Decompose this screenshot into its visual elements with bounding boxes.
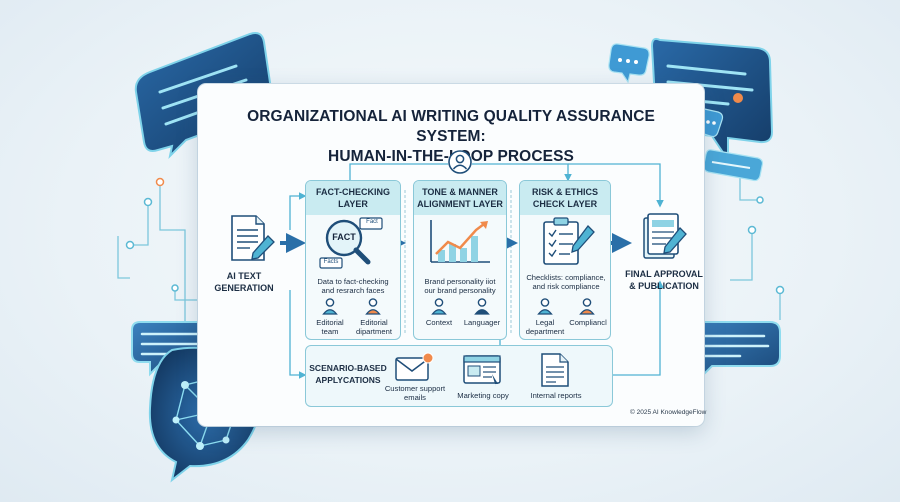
input-label: AI TEXT GENERATION bbox=[214, 271, 274, 293]
tone-manner-layer-title: TONE & MANNER ALIGNMENT LAYER bbox=[414, 181, 506, 215]
typing-bubble-icon bbox=[608, 43, 650, 84]
magnifier-fact-icon bbox=[319, 217, 383, 269]
role-editorial-team: Editorial team bbox=[316, 318, 344, 336]
person-icon-context bbox=[431, 298, 447, 315]
badge-fact-main: FACT bbox=[332, 232, 356, 242]
person-icon-legal bbox=[537, 298, 553, 315]
human-reviewer-icon bbox=[448, 150, 472, 174]
circuit-nodes-left bbox=[125, 177, 179, 292]
scenario-internal-reports: Internal reports bbox=[530, 391, 582, 400]
fact-checking-layer-title: FACT-CHECKING LAYER bbox=[306, 181, 400, 215]
person-icon-compliance bbox=[579, 298, 595, 315]
document-pen-icon bbox=[231, 215, 275, 261]
checklist-icon bbox=[543, 217, 595, 265]
report-document-icon bbox=[541, 353, 569, 387]
role-compliance: Compliancl bbox=[569, 318, 607, 327]
message-bubble-icon-right-small bbox=[702, 149, 764, 182]
role-editorial-department: Editorial dipartment bbox=[356, 318, 392, 336]
risk-ethics-layer-title: RISK & ETHICS CHECK LAYER bbox=[520, 181, 610, 215]
risk-ethics-description: Checklists: compliance, and risk complia… bbox=[526, 273, 606, 291]
person-icon-languager bbox=[474, 298, 490, 315]
title-line-1: ORGANIZATIONAL AI WRITING QUALITY ASSURA… bbox=[247, 108, 655, 145]
role-legal-department: Legal department bbox=[525, 318, 565, 336]
marketing-browser-icon bbox=[463, 355, 501, 387]
badge-fact-small: Fact bbox=[366, 219, 378, 225]
role-context: Context bbox=[425, 318, 453, 327]
copyright-notice: © 2025 AI KnowledgeFlow bbox=[630, 409, 707, 416]
output-label: FINAL APPROVAL & PUBLICATION bbox=[625, 269, 703, 291]
fact-checking-description: Data to fact-checking and resrarch faces bbox=[317, 277, 389, 295]
circuit-lines-left bbox=[117, 182, 200, 322]
growth-chart-icon bbox=[430, 220, 490, 263]
approval-document-icon bbox=[643, 213, 687, 259]
person-icon-editorial-team bbox=[322, 298, 338, 315]
badge-facts-small: Facts bbox=[323, 259, 339, 265]
scenario-marketing-copy: Marketing copy bbox=[457, 391, 509, 400]
scenario-customer-support: Customer support emails bbox=[384, 384, 446, 402]
tone-manner-description: Brand personality iiot our brand persona… bbox=[424, 277, 496, 295]
circuit-lines-right bbox=[730, 160, 781, 320]
person-icon-editorial-department bbox=[365, 298, 381, 315]
scenario-title: SCENARIO-BASED APPLYCATIONS bbox=[309, 363, 387, 385]
email-icon bbox=[395, 352, 434, 381]
fact-checking-layer: FACT-CHECKING LAYER bbox=[305, 180, 401, 340]
role-languager: Languager bbox=[463, 318, 501, 327]
